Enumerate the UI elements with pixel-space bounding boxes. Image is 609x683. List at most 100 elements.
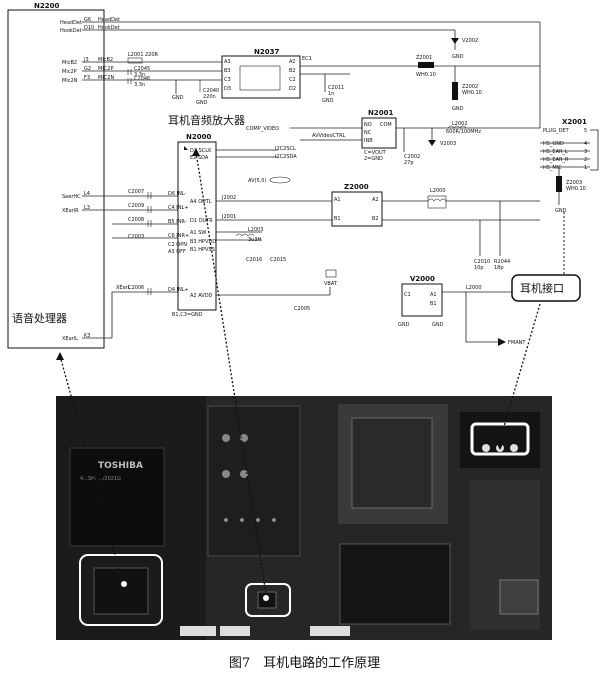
processor-highlight <box>79 554 163 626</box>
value-c2045: 3.3n <box>134 72 145 78</box>
n2001-pin-no: NO <box>364 122 372 128</box>
chip-marking-2: 4...SH. .../2021G <box>80 476 121 482</box>
net-xearll: XEarL <box>116 285 131 291</box>
label-c2040: C2040 <box>203 88 219 94</box>
net-vbat: VBAT <box>324 281 338 287</box>
n2000-pin-inr-plus: C6 INR+ <box>168 233 189 239</box>
n2000-pin-inl-minus: D6 INL- <box>168 191 187 197</box>
n2000-gnd-note: B1,C3=GND <box>172 312 203 318</box>
mic-network: L2001 220R C2045 3.3n C2046 3.3n GND C20… <box>127 52 219 106</box>
pin-d10: D10 <box>84 25 94 31</box>
n2037-pin-d2: D2 <box>289 86 296 92</box>
n2000-pin-sda: E2 SDA <box>190 155 209 161</box>
n2001-gnd: 2=GND <box>364 156 383 162</box>
toshiba-chip <box>69 447 165 547</box>
diode-v2002 <box>451 38 459 44</box>
chip-z2000: Z2000 A1 B1 A2 B2 L2000 C2010 10p R2044 … <box>331 183 540 271</box>
net-micb2: MicB2 <box>98 57 113 63</box>
label-z2002: Z2002 <box>462 84 478 90</box>
x2001-ref: X2001 <box>562 118 587 126</box>
z2000-pin-b2: B2 <box>372 216 379 222</box>
v2000-ref: V2000 <box>410 275 435 283</box>
label-gnd-1: GND <box>172 95 184 101</box>
net-hookdet: HookDet <box>98 25 120 31</box>
pin-l3: L3 <box>84 205 90 211</box>
v2000-pin-a1: A1 <box>430 292 437 298</box>
net-comp-video: COMP_VIDEO <box>246 126 279 132</box>
inductor-l2002 <box>427 198 447 202</box>
label-c2003: C2003 <box>128 234 144 240</box>
value-r2044: 220R <box>145 52 159 58</box>
n2037-pin-b3: B3 <box>224 68 231 74</box>
value-l2001: 600R/100MHz <box>446 129 481 135</box>
pin-f3: F3 <box>84 75 90 81</box>
label-c2006: C2008 <box>128 217 144 223</box>
net-mic2p: MIC2P <box>98 66 113 72</box>
rf-shield <box>339 543 451 625</box>
n2000-pin-hpvdd: B3 HPVDD <box>190 239 216 245</box>
amp-label-cn: 耳机音频放大器 <box>168 113 245 127</box>
figure-caption: 图7 耳机电路的工作原理 <box>228 656 381 671</box>
pin-name-mic2p: Mic2P <box>62 69 77 75</box>
n2037-pin-c3: C3 <box>224 77 231 83</box>
label-gnd-4: GND <box>452 54 464 60</box>
l2002-box <box>427 195 447 209</box>
x2001-pin-hs-ear-l: HS_EAR_L <box>543 149 568 155</box>
label-c2010: R2044 <box>494 259 510 265</box>
label-v2002: V2002 <box>462 38 478 44</box>
jumper-j2001: J2001 <box>221 214 236 220</box>
n2000-pin-sclk: D2 SCLK <box>190 148 212 154</box>
value-z2003: WH0.10 <box>566 186 586 192</box>
x2001-pin-plug-det: PLUG_DET <box>543 128 570 134</box>
n2037-pin-c2: C2 <box>289 77 296 83</box>
z2000-pin-a2: A2 <box>372 197 379 203</box>
callout-arrows <box>59 151 541 595</box>
label-z2003: Z2003 <box>566 180 582 186</box>
v2000-pin-c1: C1 <box>404 292 411 298</box>
value-c2046: 3.3n <box>134 82 145 88</box>
label-v2003: V2003 <box>440 141 456 147</box>
value-l2000: 3u3H <box>248 237 262 243</box>
processor-label-cn: 语音处理器 <box>12 311 67 325</box>
n2000-pin-inr-minus: B5 INR- <box>168 219 187 225</box>
n2000-pin-avdd: A2 AVDD <box>190 293 213 299</box>
label-c2004: C2016 <box>246 257 262 263</box>
pin-name-hookdet: HookDet <box>60 28 82 34</box>
net-mic2n: MIC2N <box>98 75 114 81</box>
n2000-box <box>177 141 217 311</box>
inductor-l2000 <box>235 233 255 237</box>
z2000-pin-b1: B1 <box>334 216 341 222</box>
shield-can <box>207 405 301 557</box>
label-gnd-8: GND <box>555 208 567 214</box>
jumper-j2002: J2002 <box>221 195 236 201</box>
input-caps: C2007 C2009 C2008 C2003 C2006 <box>112 189 178 295</box>
net-i2c2scl: I2C2SCL <box>275 146 296 152</box>
label-c2005: C2010 <box>474 259 490 265</box>
n2000-pin1-mark <box>184 146 188 150</box>
pin-g6: G6 <box>84 17 91 23</box>
label-l2003: L2000 <box>466 285 482 291</box>
net-av-video-ctrl: AVVideoCTRL <box>312 133 346 139</box>
v2000-box <box>401 283 443 317</box>
arrow-head-processor <box>56 352 64 360</box>
value-z2002: WH0.10 <box>462 90 482 96</box>
n2037-box <box>221 55 301 99</box>
label-c2016: C2015 <box>270 257 286 263</box>
amp-highlight <box>245 583 291 617</box>
net-av-5v: AV(5.0) <box>248 178 266 184</box>
label-l2001: L2002 <box>452 121 468 127</box>
n2037-pin-ec1: EC1 <box>302 56 312 62</box>
diode-v2003 <box>428 140 436 146</box>
pin-name-mic2n: Mic2N <box>62 78 78 84</box>
label-c2045: C2045 <box>134 66 150 72</box>
n2037-ref: N2037 <box>254 48 279 56</box>
z2000-pin-a1: A1 <box>334 197 341 203</box>
x2001-num-5: 5 <box>584 128 587 134</box>
label-r2044: L2001 <box>128 52 144 58</box>
n2001-pin-com: COM <box>380 122 392 128</box>
jack-callout: 耳机接口 <box>511 212 581 302</box>
n2000-pin-inl-plus: C4 INL+ <box>168 205 188 211</box>
x2001-num-4: 4 <box>584 141 587 147</box>
n2001-box <box>361 117 397 149</box>
